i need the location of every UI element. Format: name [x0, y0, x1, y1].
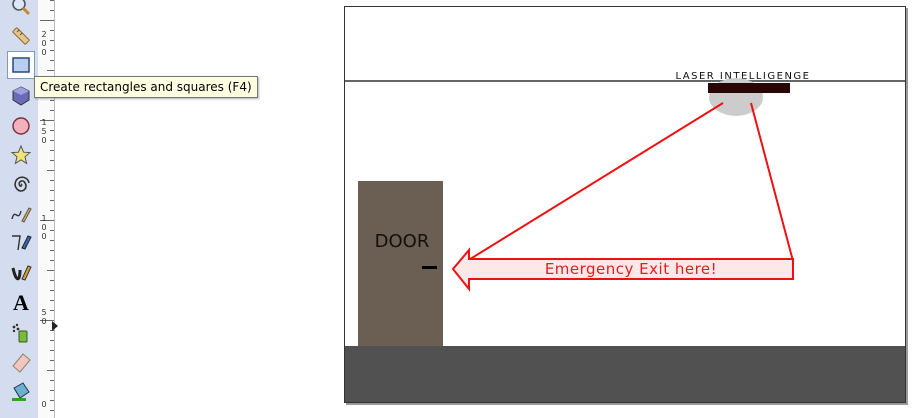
circle-icon	[12, 117, 30, 135]
pencil-icon	[11, 207, 32, 223]
ruler-tick	[50, 340, 54, 341]
door-handle	[422, 266, 437, 269]
laser-sign-text: LASER INTELLIGENGE	[676, 71, 811, 82]
bucket-icon	[12, 382, 30, 401]
ruler-tick	[50, 400, 54, 401]
laser-device	[708, 83, 790, 93]
ruler-tick	[47, 70, 54, 71]
spray-tool[interactable]	[7, 319, 35, 347]
ruler-tick	[50, 350, 54, 351]
pen-icon	[12, 235, 32, 251]
ruler-tick	[47, 270, 54, 271]
ruler-tick	[50, 280, 54, 281]
laser-beam	[466, 102, 724, 262]
3d-box-tool[interactable]	[7, 82, 35, 110]
pencil-tool[interactable]	[7, 200, 35, 228]
ruler-tick	[50, 380, 54, 381]
ruler-tick	[50, 180, 54, 181]
ruler-tick	[40, 20, 54, 21]
ruler-tick	[50, 250, 54, 251]
ruler-tick	[50, 410, 54, 411]
toolbox: A	[0, 0, 39, 418]
ruler-icon	[12, 27, 30, 45]
floor	[345, 346, 905, 402]
magnifier-icon	[12, 0, 31, 16]
ruler-tick	[50, 290, 54, 291]
exit-arrow	[451, 247, 794, 292]
tooltip: Create rectangles and squares (F4)	[34, 76, 258, 98]
pen-tool[interactable]	[7, 229, 35, 257]
calligraphy-tool[interactable]	[7, 259, 35, 287]
ruler-tick	[40, 220, 54, 221]
ruler-tick	[50, 390, 54, 391]
ruler-tick	[50, 150, 54, 151]
ruler-tick	[47, 170, 54, 171]
ruler-tick	[50, 110, 54, 111]
door	[358, 181, 443, 346]
ruler-tick	[50, 160, 54, 161]
ruler-tick	[50, 100, 54, 101]
door-label: DOOR	[375, 231, 430, 252]
ruler-tick	[50, 60, 54, 61]
ruler-tick	[50, 300, 54, 301]
spiral-tool[interactable]	[7, 171, 35, 199]
text-icon: A	[13, 290, 29, 315]
spiral-icon	[14, 176, 30, 192]
calligraphy-icon	[11, 265, 32, 281]
ruler-tick	[50, 30, 54, 31]
ruler-tick	[50, 130, 54, 131]
ruler-tick	[50, 240, 54, 241]
text-tool[interactable]: A	[7, 289, 35, 317]
eraser-icon	[12, 353, 31, 373]
ruler-tick	[40, 320, 54, 321]
canvas-page[interactable]: LASER INTELLIGENGE DOOR Emergency Exit h…	[344, 6, 906, 403]
ruler-tick	[50, 230, 54, 231]
cube-icon	[12, 86, 30, 106]
ellipse-tool[interactable]	[7, 112, 35, 140]
ruler-label: 0	[41, 400, 47, 409]
ruler-tick	[50, 50, 54, 51]
ruler-tick	[50, 0, 54, 1]
ruler-tick	[47, 370, 54, 371]
ruler-tick	[50, 310, 54, 311]
laser-beam-return	[750, 102, 794, 262]
zoom-tool[interactable]	[7, 0, 35, 20]
ruler-tick	[50, 40, 54, 41]
rectangle-icon	[12, 57, 30, 73]
ruler-tick	[50, 360, 54, 361]
exit-arrow-text: Emergency Exit here!	[545, 260, 717, 278]
ruler-tick	[50, 210, 54, 211]
star-icon	[10, 144, 32, 165]
spray-icon	[12, 323, 28, 343]
star-tool[interactable]	[7, 141, 35, 169]
ruler-tick	[50, 140, 54, 141]
ruler-position-marker	[52, 321, 58, 331]
measure-tool[interactable]	[7, 22, 35, 50]
ruler-tick	[40, 120, 54, 121]
ruler-tick	[50, 200, 54, 201]
eraser-tool[interactable]	[7, 348, 35, 376]
ruler-tick	[50, 190, 54, 191]
ruler-tick	[50, 10, 54, 11]
rectangle-tool[interactable]	[7, 51, 35, 79]
ruler-tick	[50, 260, 54, 261]
drawing: LASER INTELLIGENGE DOOR Emergency Exit h…	[345, 71, 905, 402]
paint-bucket-tool[interactable]	[7, 377, 35, 405]
